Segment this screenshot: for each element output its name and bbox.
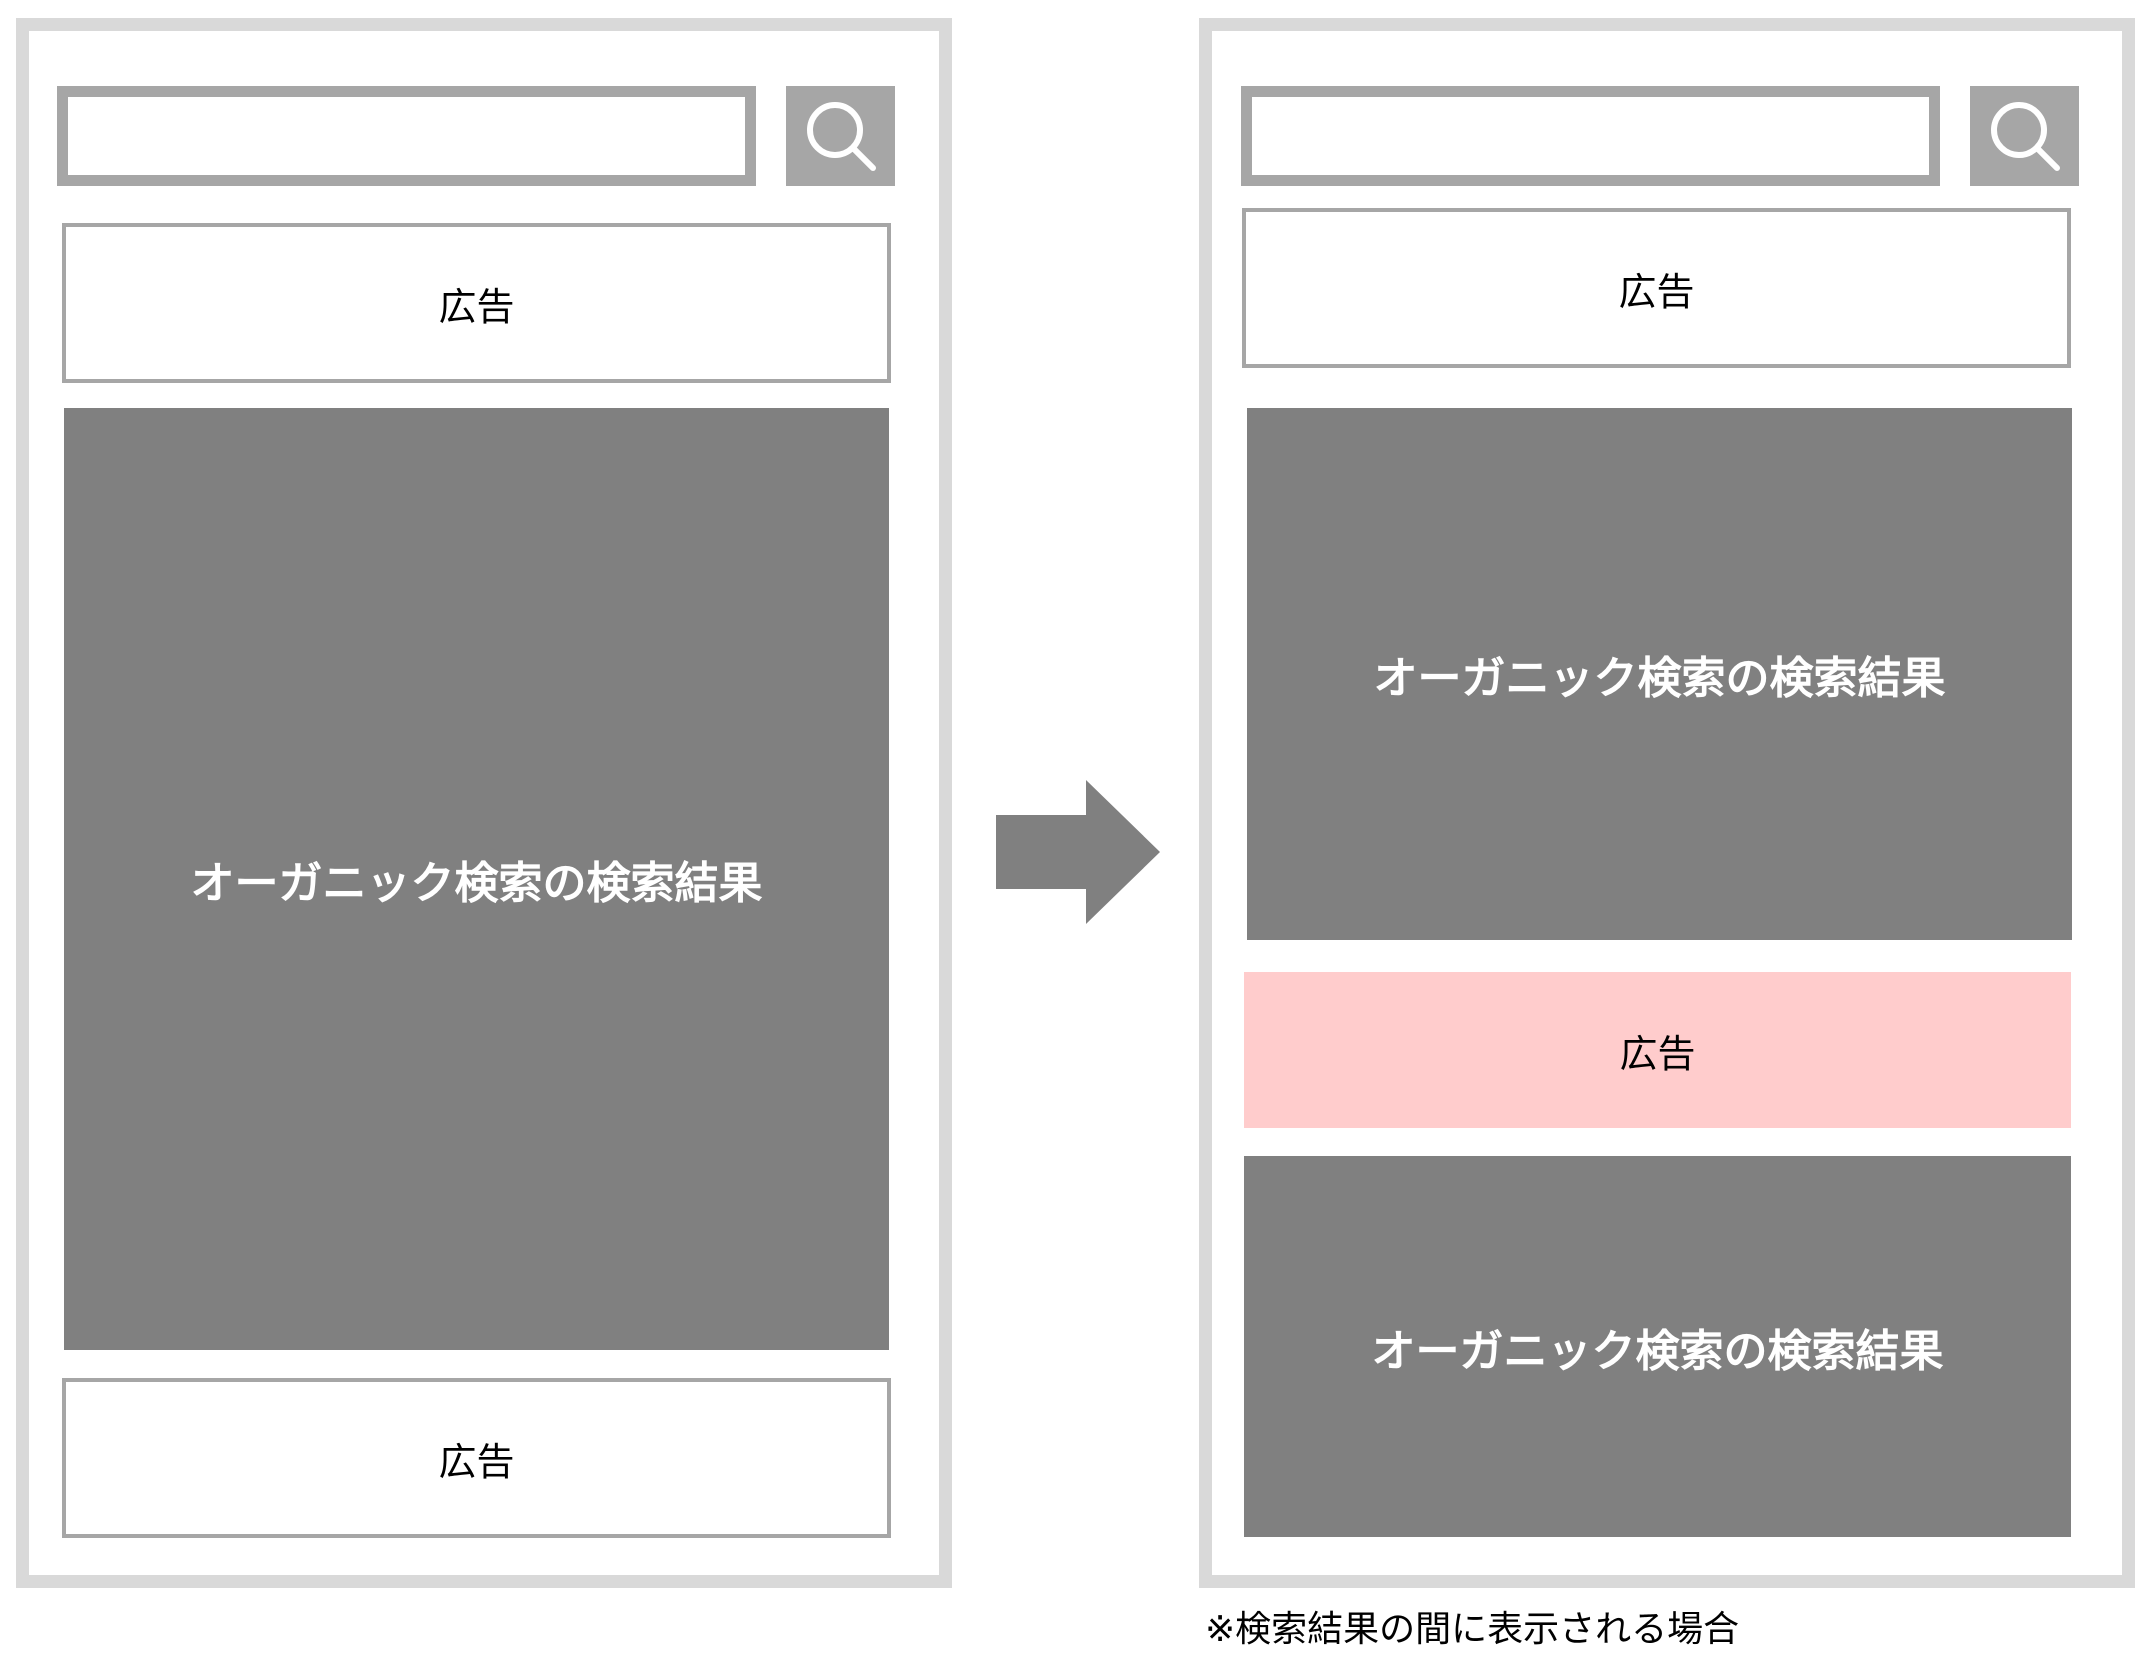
ad-middle-after: 広告 [1244,972,2071,1128]
organic-results-bottom-after: オーガニック検索の検索結果 [1244,1156,2071,1537]
organic-results-top-after: オーガニック検索の検索結果 [1247,408,2072,940]
organic-results-label: オーガニック検索の検索結果 [1371,1325,1944,1377]
arrow-right-icon [996,780,1160,924]
search-input-after[interactable] [1241,86,1940,186]
search-input-before[interactable] [57,86,756,186]
organic-results-label: オーガニック検索の検索結果 [190,858,763,909]
search-icon [1990,102,2060,171]
ad-label: 広告 [438,1439,515,1484]
ad-top-before: 広告 [62,223,891,383]
search-button-before[interactable] [786,86,895,186]
footnote: ※検索結果の間に表示される場合 [1205,1609,1740,1650]
organic-results-label: オーガニック検索の検索結果 [1373,653,1946,704]
ad-bottom-before: 広告 [62,1378,891,1538]
ad-label: 広告 [438,284,515,329]
search-icon [806,102,876,171]
search-button-after[interactable] [1970,86,2079,186]
ad-top-after: 広告 [1242,208,2071,368]
ad-label: 広告 [1618,269,1695,314]
ad-label: 広告 [1619,1031,1696,1076]
organic-results-before: オーガニック検索の検索結果 [64,408,889,1350]
